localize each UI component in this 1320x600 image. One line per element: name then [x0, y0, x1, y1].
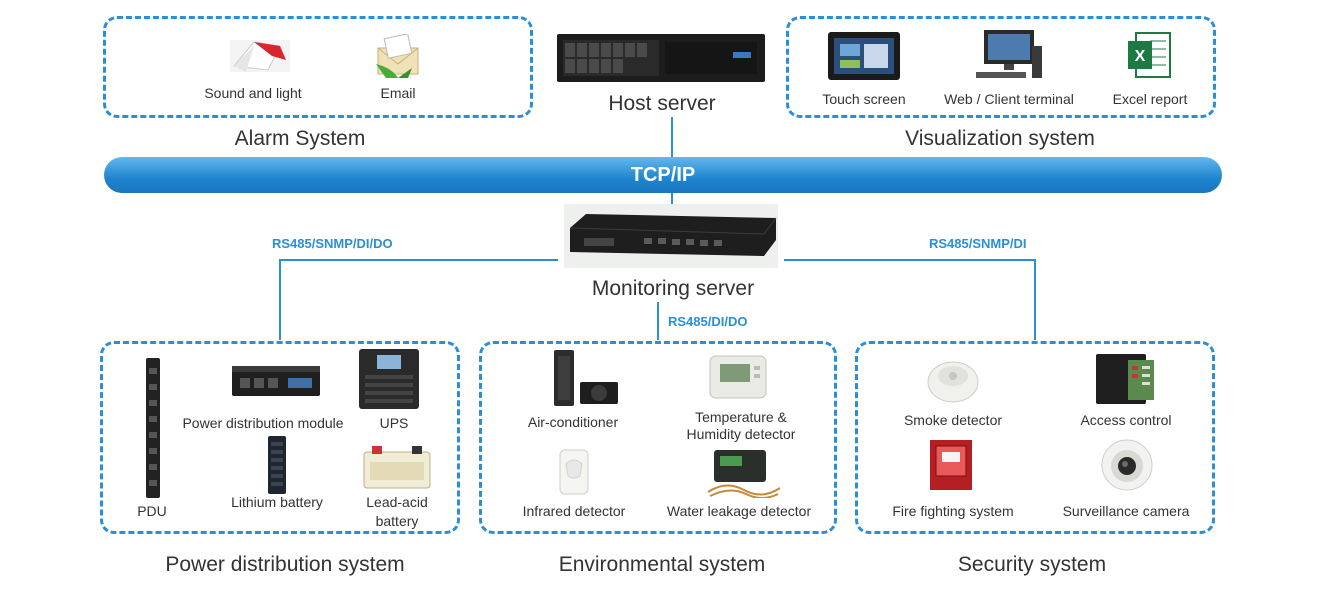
visualization-system-title: Visualization system — [905, 127, 1095, 150]
ups-icon — [359, 349, 419, 414]
host-server-label: Host server — [608, 92, 716, 115]
host-server-icon — [557, 34, 765, 87]
monitoring-server-icon — [564, 204, 778, 273]
power-item-label: Power distribution module — [182, 415, 344, 431]
power-item-label-line2: battery — [375, 513, 419, 529]
center-branch-vertical — [657, 302, 659, 340]
host-to-bus-line — [671, 117, 673, 157]
visualization-item-label: Excel report — [1112, 91, 1188, 107]
dome-camera-icon — [1100, 438, 1154, 497]
environment-item-label: Water leakage detector — [666, 503, 812, 519]
visualization-item-label: Web / Client terminal — [944, 91, 1074, 107]
environment-item-label: Air-conditioner — [527, 414, 619, 430]
access-control-icon — [1094, 352, 1160, 411]
environment-item-label-line2: Humidity detector — [686, 426, 796, 442]
visualization-system-box — [786, 16, 1216, 118]
power-item-label: PDU — [137, 503, 167, 519]
alarm-system-title: Alarm System — [234, 127, 366, 150]
security-item-label: Surveillance camera — [1062, 503, 1190, 519]
protocol-label-left: RS485/SNMP/DI/DO — [272, 236, 393, 251]
bus-to-monitor-line — [671, 193, 673, 211]
touch-screen-icon — [828, 32, 900, 85]
power-system-title: Power distribution system — [165, 553, 405, 576]
left-branch-vertical — [279, 259, 281, 340]
excel-icon: X — [1128, 31, 1172, 84]
alarm-light-icon — [228, 36, 292, 81]
right-branch-vertical — [1034, 259, 1036, 340]
environment-item-label: Temperature & — [695, 409, 787, 425]
left-branch-horizontal — [279, 259, 558, 261]
visualization-item-label: Touch screen — [822, 91, 906, 107]
power-item-label: Lithium battery — [231, 494, 323, 510]
air-conditioner-icon — [552, 350, 620, 411]
right-branch-horizontal — [784, 259, 1036, 261]
security-item-label: Smoke detector — [903, 412, 1003, 428]
security-system-box — [855, 341, 1215, 534]
power-module-icon — [232, 362, 320, 403]
protocol-label-center: RS485/DI/DO — [668, 314, 748, 329]
tcp-ip-label: TCP/IP — [630, 164, 696, 186]
security-system-title: Security system — [957, 553, 1107, 576]
monitoring-server-label: Monitoring server — [591, 277, 755, 300]
desktop-terminal-icon — [974, 30, 1044, 85]
environmental-system-box — [479, 341, 837, 534]
power-item-label: Lead-acid — [366, 494, 428, 510]
power-item-label: UPS — [379, 415, 409, 431]
lead-acid-battery-icon — [362, 446, 432, 495]
environmental-system-title: Environmental system — [558, 553, 766, 576]
alarm-system-box — [103, 16, 533, 118]
security-item-label: Access control — [1080, 412, 1172, 428]
email-icon — [372, 33, 428, 85]
svg-text:X: X — [1135, 48, 1146, 65]
thermo-hygrometer-icon — [706, 354, 770, 405]
alarm-item-label: Email — [380, 85, 416, 101]
power-system-box — [100, 341, 460, 534]
fire-panel-icon — [928, 438, 974, 497]
smoke-detector-icon — [926, 354, 980, 411]
lithium-battery-icon — [266, 436, 288, 499]
alarm-item-label: Sound and light — [204, 85, 302, 101]
protocol-label-right: RS485/SNMP/DI — [929, 236, 1027, 251]
environment-item-label: Infrared detector — [522, 503, 626, 519]
tcp-ip-bus: TCP/IP — [104, 157, 1222, 193]
pdu-icon — [142, 358, 164, 503]
infrared-detector-icon — [558, 448, 590, 501]
water-leak-detector-icon — [706, 446, 782, 503]
security-item-label: Fire fighting system — [892, 503, 1014, 519]
